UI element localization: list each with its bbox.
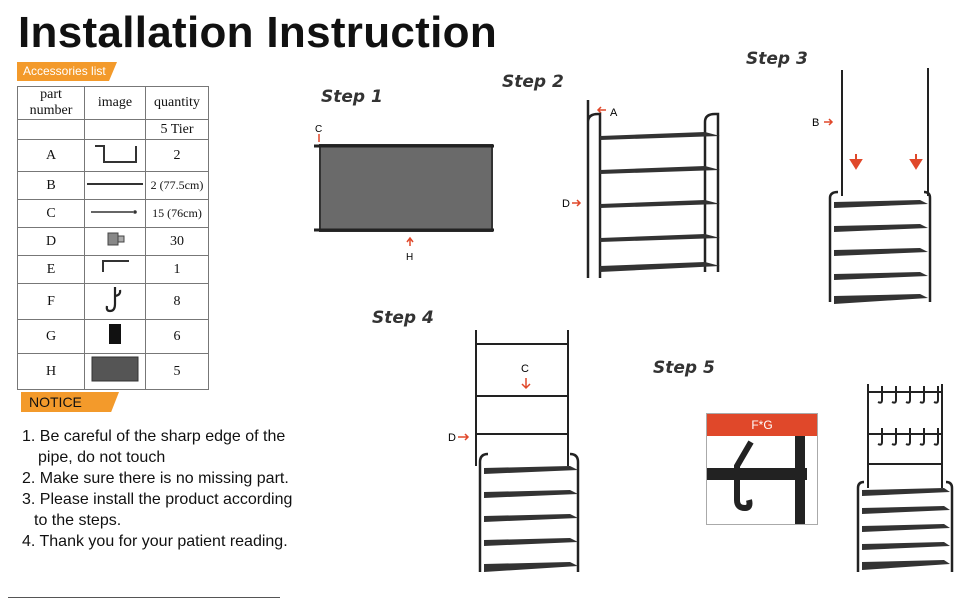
- side-frame: [703, 112, 720, 272]
- part-letter: G: [17, 319, 85, 354]
- shelves: [834, 200, 928, 304]
- step-4-label: Step 4: [372, 308, 434, 328]
- notice-item: 2. Make sure there is no missing part.: [22, 470, 289, 487]
- arrow-icon: [406, 236, 414, 246]
- label-d: D: [562, 198, 570, 210]
- connector-icon: [84, 227, 146, 256]
- step-4-diagram: C D: [448, 330, 580, 572]
- table-header-row: part number image quantity: [17, 86, 209, 120]
- part-quantity: 5: [145, 353, 209, 390]
- table-row: A 2: [17, 139, 209, 172]
- label-c: C: [315, 124, 322, 135]
- notice-tag: NOTICE: [21, 392, 119, 412]
- notice-item: 3. Please install the product according: [22, 491, 293, 508]
- cross-pipe: [707, 468, 807, 480]
- label-a: A: [610, 107, 618, 119]
- notice-item: 1. Be careful of the sharp edge of the: [22, 428, 286, 445]
- short-pipe-icon: [84, 199, 146, 228]
- side-frame: [586, 100, 602, 278]
- part-letter: D: [17, 227, 85, 256]
- arrow-icon: [824, 118, 834, 126]
- hook-icon: [84, 283, 146, 320]
- shelves: [600, 132, 720, 272]
- part-letter: H: [17, 353, 85, 390]
- header-part-number: part number: [17, 86, 85, 120]
- label-h: H: [406, 252, 413, 263]
- label-d: D: [448, 432, 456, 444]
- side-frame: [478, 452, 580, 572]
- page-title: Installation Instruction: [18, 8, 497, 57]
- parts-table: part number image quantity 5 Tier A 2 B …: [17, 86, 209, 390]
- table-row: H 5: [17, 353, 209, 390]
- shelf-fabric-icon: [84, 353, 146, 390]
- part-quantity: 30: [145, 227, 209, 256]
- step-1-label: Step 1: [321, 87, 383, 107]
- side-frame: [856, 480, 954, 572]
- long-pipe-icon: [84, 171, 146, 200]
- step-5-diagram: [856, 384, 954, 572]
- detail-box-title: F*G: [707, 414, 817, 436]
- hooks: [877, 386, 939, 446]
- part-letter: B: [17, 171, 85, 200]
- foot-cap-icon: [84, 319, 146, 354]
- step-3-diagram: B: [812, 68, 932, 304]
- header-image: image: [84, 86, 146, 120]
- table-row: D 30: [17, 227, 209, 256]
- table-subheader-row: 5 Tier: [17, 119, 209, 140]
- tier-label: 5 Tier: [145, 119, 209, 140]
- hook-icon: [734, 440, 754, 512]
- notice-list: 1. Be careful of the sharp edge of the p…: [22, 426, 312, 552]
- part-quantity: 8: [145, 283, 209, 320]
- down-arrow-icon: [909, 154, 923, 170]
- step-5-label: Step 5: [653, 358, 715, 378]
- header-quantity: quantity: [145, 86, 209, 120]
- table-row: F 8: [17, 283, 209, 320]
- part-quantity: 2 (77.5cm): [145, 171, 209, 200]
- part-letter: C: [17, 199, 85, 228]
- notice-item: to the steps.: [34, 512, 122, 529]
- arrow-icon: [572, 199, 582, 207]
- arrow-icon: [596, 106, 606, 114]
- shelves: [484, 466, 578, 572]
- part-letter: F: [17, 283, 85, 320]
- part-letter: A: [17, 139, 85, 172]
- table-row: E 1: [17, 255, 209, 284]
- down-arrow-icon: [849, 154, 863, 170]
- divider: [8, 597, 280, 598]
- part-letter: E: [17, 255, 85, 284]
- frame-a-icon: [84, 139, 146, 172]
- part-quantity: 15 (76cm): [145, 199, 209, 228]
- part-quantity: 1: [145, 255, 209, 284]
- accessories-list-tag: Accessories list: [17, 62, 117, 81]
- detail-box-fg: F*G: [706, 413, 818, 525]
- arrow-icon: [521, 378, 531, 390]
- notice-item: pipe, do not touch: [38, 449, 166, 466]
- shelf-panel: [319, 144, 493, 232]
- part-quantity: 2: [145, 139, 209, 172]
- label-c: C: [521, 363, 529, 375]
- label-b: B: [812, 117, 819, 129]
- side-frame: [828, 190, 932, 302]
- shelves: [862, 488, 950, 570]
- table-row: B 2 (77.5cm): [17, 171, 209, 200]
- step-1-diagram: C H: [314, 124, 494, 263]
- table-row: C 15 (76cm): [17, 199, 209, 228]
- part-quantity: 6: [145, 319, 209, 354]
- table-row: G 6: [17, 319, 209, 354]
- hook-detail-diagram: [707, 436, 807, 524]
- step-2-label: Step 2: [502, 72, 564, 92]
- step-2-diagram: A D: [562, 100, 720, 278]
- step-3-label: Step 3: [746, 49, 808, 69]
- arrow-icon: [458, 433, 470, 441]
- notice-item: 4. Thank you for your patient reading.: [22, 533, 288, 550]
- hex-key-icon: [84, 255, 146, 284]
